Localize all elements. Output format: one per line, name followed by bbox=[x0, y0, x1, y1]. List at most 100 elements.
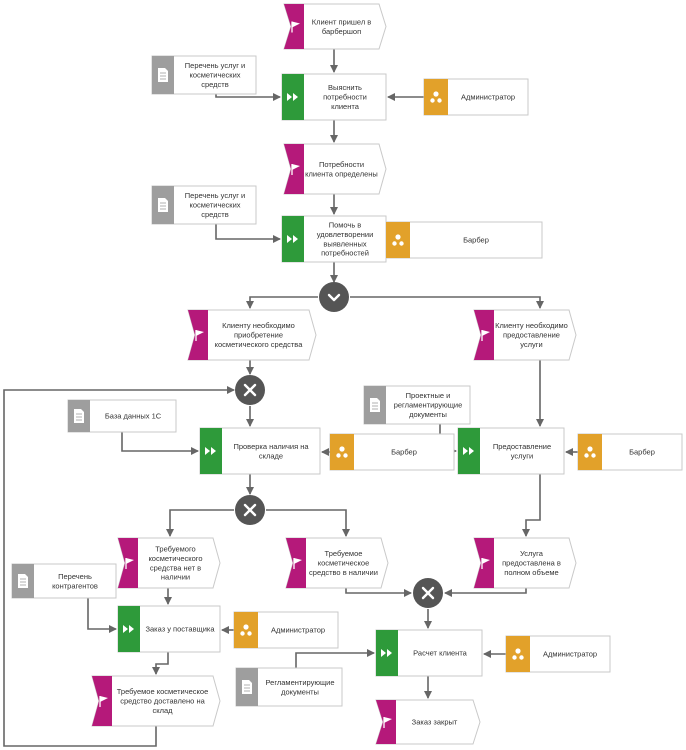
document-icon bbox=[18, 574, 28, 588]
document-icon bbox=[74, 409, 84, 423]
connector bbox=[522, 474, 541, 537]
role-r5: Администратор bbox=[233, 611, 339, 649]
function-label: Расчет клиента bbox=[413, 649, 468, 658]
connector bbox=[87, 598, 117, 633]
connector-lines bbox=[3, 49, 578, 747]
fast-forward-icon bbox=[123, 625, 134, 633]
connector bbox=[215, 93, 281, 101]
connector bbox=[3, 386, 235, 747]
flag-icon bbox=[383, 717, 392, 728]
flag-icon bbox=[481, 330, 490, 341]
connector bbox=[266, 509, 350, 537]
role-label: Барбер bbox=[463, 236, 489, 245]
flag-icon bbox=[293, 558, 302, 569]
flag-icon bbox=[291, 21, 300, 33]
fast-forward-icon bbox=[463, 447, 474, 455]
flag-icon bbox=[481, 558, 490, 569]
role-r3: Барбер bbox=[329, 433, 455, 471]
function-label: Заказ у поставщика bbox=[145, 625, 215, 634]
connector bbox=[215, 224, 281, 243]
fast-forward-icon bbox=[287, 93, 298, 101]
connector bbox=[166, 509, 234, 537]
document-icon bbox=[370, 398, 380, 412]
person-icon bbox=[584, 446, 596, 458]
connector bbox=[295, 649, 375, 668]
flag-icon bbox=[99, 696, 108, 707]
x-icon bbox=[421, 586, 435, 600]
document-label: База данных 1С bbox=[105, 412, 162, 421]
connector bbox=[121, 432, 199, 455]
person-icon bbox=[392, 234, 404, 246]
person-icon bbox=[240, 624, 252, 636]
chevron-down-icon bbox=[327, 293, 341, 302]
role-r2: Барбер bbox=[385, 221, 543, 259]
document-icon bbox=[158, 198, 168, 212]
flag-icon bbox=[125, 558, 134, 569]
document-d3: База данных 1С bbox=[67, 399, 177, 433]
connector bbox=[350, 296, 544, 309]
role-label: Барбер bbox=[391, 448, 417, 457]
x-icon bbox=[243, 503, 257, 517]
role-label: Администратор bbox=[461, 93, 515, 102]
xor-gateway-1 bbox=[235, 375, 265, 405]
flag-icon bbox=[291, 164, 300, 175]
event-label: Заказ закрыт bbox=[412, 718, 458, 727]
connector bbox=[152, 652, 169, 675]
person-icon bbox=[512, 648, 524, 660]
fast-forward-icon bbox=[287, 235, 298, 243]
flag-icon bbox=[195, 330, 204, 341]
fast-forward-icon bbox=[381, 649, 392, 657]
function-f6: Расчет клиента bbox=[375, 629, 483, 677]
fast-forward-icon bbox=[205, 447, 216, 455]
and-gateway bbox=[319, 282, 349, 312]
connector bbox=[246, 296, 318, 309]
role-label: Администратор bbox=[271, 626, 325, 635]
connector bbox=[444, 588, 527, 597]
person-icon bbox=[430, 91, 442, 103]
role-r6: Администратор bbox=[505, 635, 611, 673]
function-f5: Заказ у поставщика bbox=[117, 605, 221, 653]
person-icon bbox=[336, 446, 348, 458]
x-icon bbox=[243, 383, 257, 397]
document-icon bbox=[158, 68, 168, 82]
document-icon bbox=[242, 680, 252, 694]
role-label: Барбер bbox=[629, 448, 655, 457]
xor-gateway-2 bbox=[235, 495, 265, 525]
role-r1: Администратор bbox=[423, 78, 529, 116]
role-label: Администратор bbox=[543, 650, 597, 659]
role-r4: Барбер bbox=[577, 433, 683, 471]
